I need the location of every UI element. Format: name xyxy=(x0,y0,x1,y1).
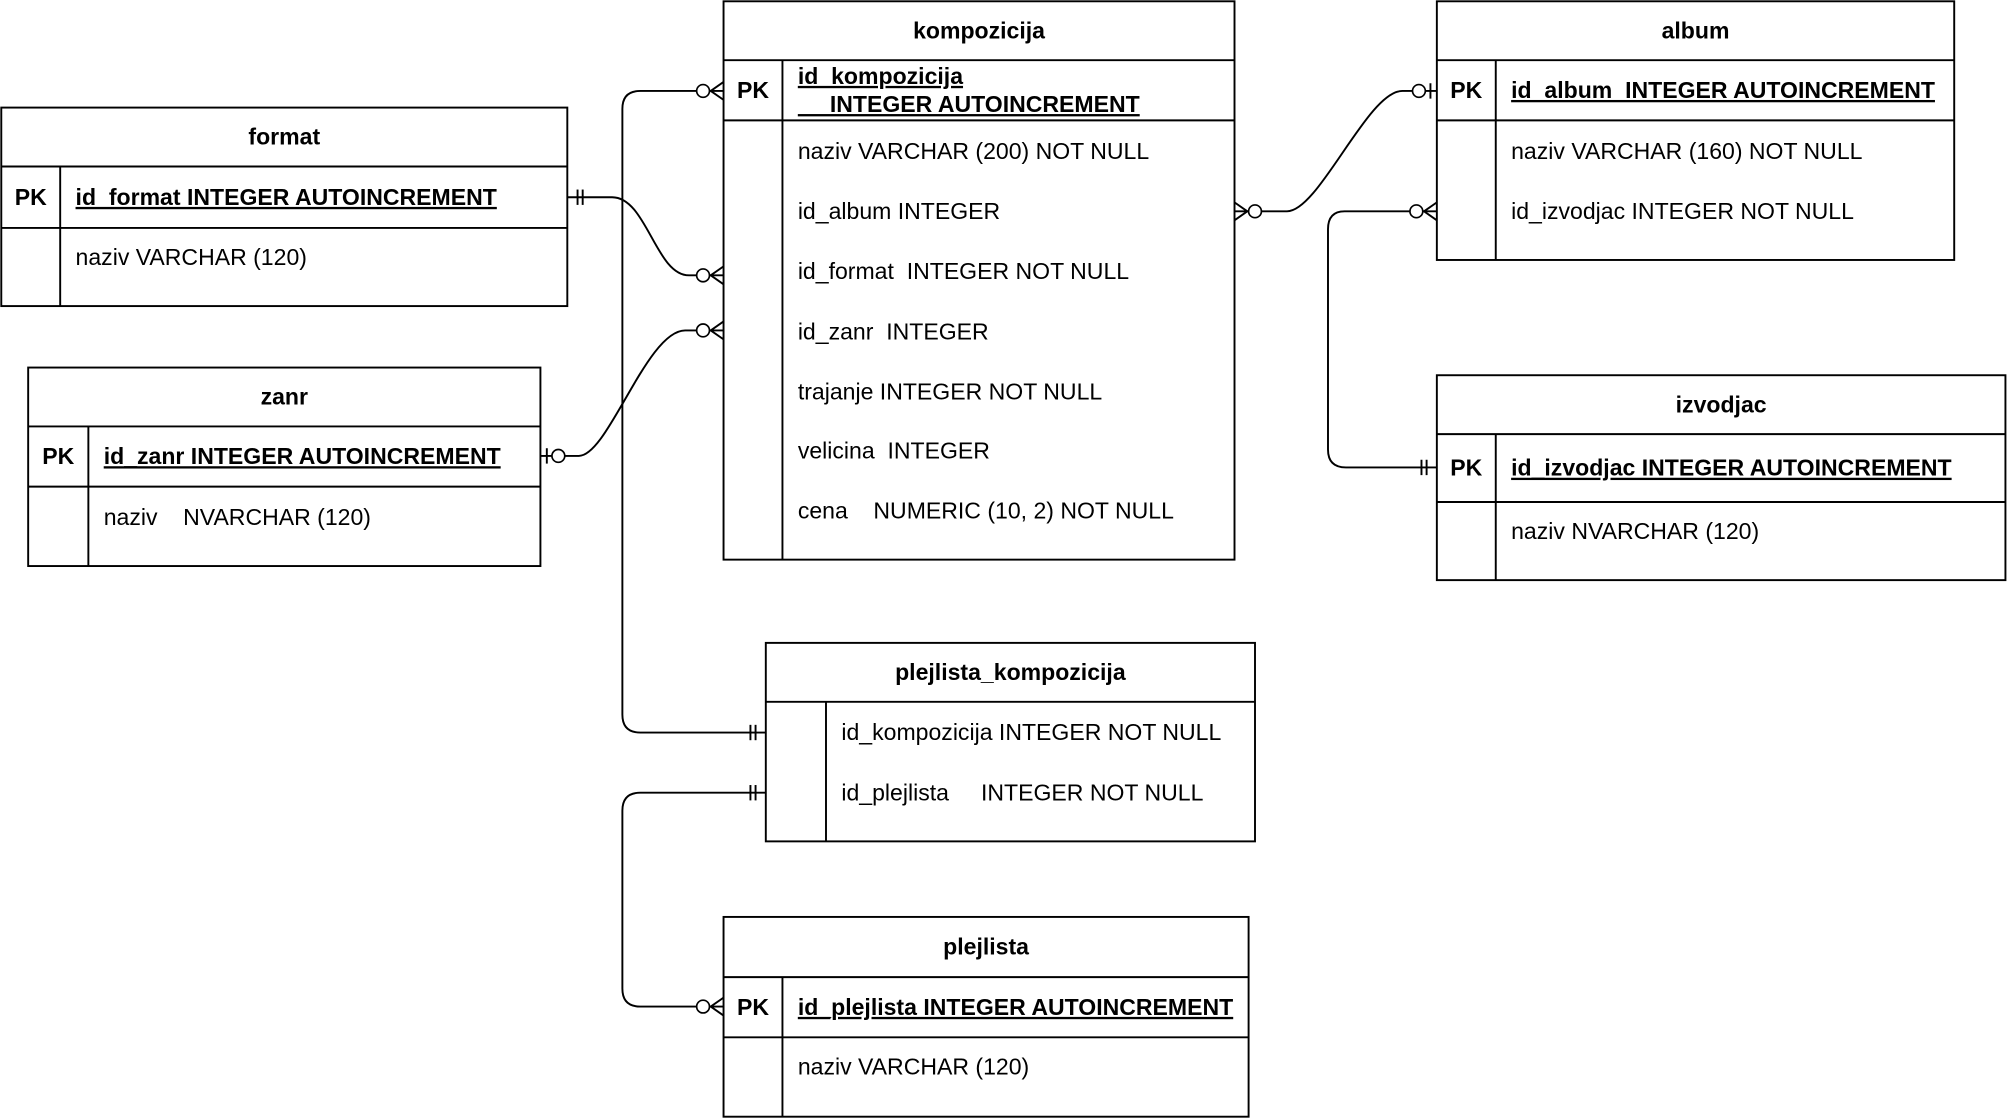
table-border xyxy=(764,641,1256,843)
primary-key-field: id_izvodjac INTEGER AUTOINCREMENT xyxy=(1511,455,1952,481)
primary-key-field: id_plejlista INTEGER AUTOINCREMENT xyxy=(798,994,1233,1020)
table-title: format xyxy=(248,124,320,150)
one-mandatory-marker-icon xyxy=(1420,459,1428,476)
primary-key-field: id_album INTEGER AUTOINCREMENT xyxy=(1511,77,1935,103)
table-title: plejlista_kompozicija xyxy=(895,659,1126,685)
table-title: zanr xyxy=(261,384,308,410)
table-title: kompozicija xyxy=(913,17,1045,43)
zero-or-many-marker-icon xyxy=(1409,201,1438,222)
primary-key-field: id_format INTEGER AUTOINCREMENT xyxy=(76,184,497,210)
field: naziv VARCHAR (120) xyxy=(76,244,307,270)
pk-label: PK xyxy=(1450,77,1482,103)
one-mandatory-marker-icon xyxy=(749,785,757,801)
field: id_plejlista INTEGER NOT NULL xyxy=(841,779,1203,805)
zero-or-many-marker-icon xyxy=(695,265,725,286)
table-border xyxy=(722,0,1236,561)
zero-or-many-marker-icon xyxy=(1233,201,1263,222)
table-title: album xyxy=(1662,17,1730,43)
field: naziv VARCHAR (200) NOT NULL xyxy=(798,138,1150,164)
relationship-line-6[interactable] xyxy=(1327,210,1437,469)
table-border xyxy=(1435,374,2007,582)
zero-or-one-marker-icon xyxy=(1411,83,1432,99)
field: id_zanr INTEGER xyxy=(798,318,989,344)
field: cena NUMERIC (10, 2) NOT NULL xyxy=(798,498,1174,524)
table-border xyxy=(722,915,1250,1118)
zero-or-many-marker-icon xyxy=(695,320,725,341)
primary-key-field: id_kompozicija xyxy=(798,63,963,89)
relationship-line-1[interactable] xyxy=(567,196,724,277)
zero-or-many-marker-icon xyxy=(695,81,725,101)
table-border xyxy=(1435,0,1956,261)
table-title: plejlista xyxy=(943,934,1029,960)
primary-key-field: id_zanr INTEGER AUTOINCREMENT xyxy=(104,443,501,469)
field: naziv NVARCHAR (120) xyxy=(104,504,371,530)
zero-or-one-marker-icon xyxy=(545,448,566,464)
field: id_format INTEGER NOT NULL xyxy=(798,258,1129,284)
relationship-lines xyxy=(540,89,1437,1008)
one-mandatory-marker-icon xyxy=(576,189,584,205)
relationship-line-4[interactable] xyxy=(621,791,766,1008)
pk-label: PK xyxy=(737,994,769,1020)
one-mandatory-marker-icon xyxy=(749,724,757,741)
primary-key-field: INTEGER AUTOINCREMENT xyxy=(798,91,1140,117)
table-plejlista-kompozicija[interactable]: plejlista_kompozicija id_kompozicija INTE… xyxy=(764,641,1256,843)
table-border xyxy=(0,106,569,308)
pk-label: PK xyxy=(42,443,74,469)
pk-label: PK xyxy=(15,184,47,210)
table-border xyxy=(27,366,542,568)
pk-label: PK xyxy=(1450,455,1482,481)
cardinality-markers xyxy=(545,81,1438,1017)
zero-or-many-marker-icon xyxy=(695,996,725,1017)
pk-label: PK xyxy=(737,77,769,103)
relationship-line-2[interactable] xyxy=(540,329,724,457)
relationship-line-5[interactable] xyxy=(1234,89,1437,213)
field: naziv NVARCHAR (120) xyxy=(1511,518,1759,544)
field: trajanje INTEGER NOT NULL xyxy=(798,379,1103,405)
field: id_album INTEGER xyxy=(798,198,1000,224)
field: id_kompozicija INTEGER NOT NULL xyxy=(841,719,1221,745)
relationship-line-3[interactable] xyxy=(621,89,766,734)
table-title: izvodjac xyxy=(1676,391,1767,417)
field: velicina INTEGER xyxy=(798,437,990,463)
field: naziv VARCHAR (120) xyxy=(798,1053,1029,1079)
field: id_izvodjac INTEGER NOT NULL xyxy=(1511,198,1854,224)
field: naziv VARCHAR (160) NOT NULL xyxy=(1511,138,1863,164)
